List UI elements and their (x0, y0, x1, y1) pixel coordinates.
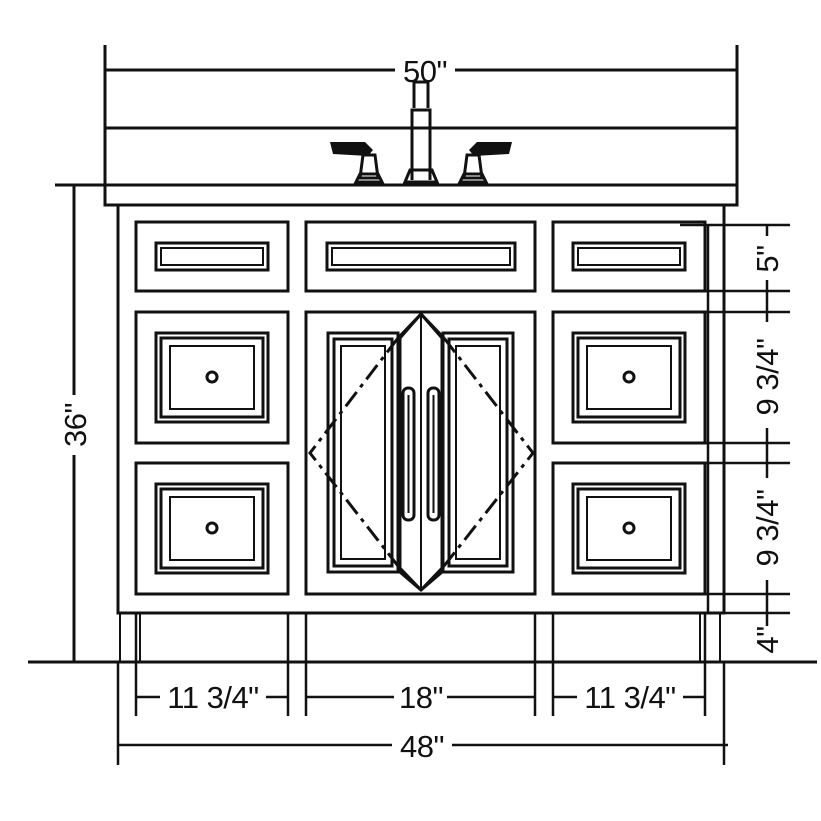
left-door-pull (401, 386, 416, 522)
left-handle-lever (330, 142, 373, 156)
knob-upper-right (622, 370, 636, 384)
faucet-neck (412, 80, 430, 108)
right-handle-body (462, 153, 484, 180)
right-door-swing (442, 337, 535, 567)
label-top-width: 50" (403, 54, 447, 89)
drawer-right (551, 220, 707, 293)
dimension-total-height: 36" (55, 183, 105, 662)
label-lower-door-height: 9 3/4" (750, 490, 785, 567)
left-handle-base (353, 172, 385, 184)
label-cabinet-width: 48" (400, 729, 444, 764)
countertop-slab (103, 183, 739, 207)
backsplash (103, 126, 739, 187)
label-left-section-width: 11 3/4" (167, 680, 258, 715)
door-lower-left (134, 461, 290, 596)
side-doors (134, 310, 707, 596)
label-total-height: 36" (58, 403, 93, 447)
faucet-base (402, 168, 440, 184)
dimension-right-stack: 5" 9 3/4" 9 3/4" 4" (680, 223, 790, 654)
door-upper-right (551, 310, 707, 445)
left-leg (119, 613, 141, 662)
right-handle-lever (469, 142, 512, 156)
dimension-section-widths: 11 3/4" 18" 11 3/4" (134, 613, 707, 716)
countertop (103, 126, 739, 207)
left-handle-body (358, 153, 380, 180)
knob-upper-left (205, 370, 219, 384)
knob-lower-right (622, 521, 636, 535)
knob-lower-left (205, 521, 219, 535)
right-leg (699, 613, 721, 662)
label-center-section-width: 18" (399, 680, 443, 715)
drawer-center (304, 220, 537, 293)
door-lower-right (551, 461, 707, 596)
left-door-swing (308, 337, 400, 567)
cabinet-body (116, 203, 726, 662)
faucet (330, 80, 512, 184)
drawer-row (134, 220, 707, 293)
dimension-top-width: 50" (103, 45, 739, 128)
right-handle-base (457, 172, 489, 184)
center-door-frame (304, 310, 537, 596)
center-doors (304, 310, 537, 596)
dimension-cabinet-width: 48" (116, 662, 728, 765)
faucet-spout (410, 108, 432, 180)
drawer-left (134, 220, 290, 293)
door-upper-left (134, 310, 290, 445)
label-right-section-width: 11 3/4" (584, 680, 675, 715)
label-upper-door-height: 9 3/4" (750, 339, 785, 416)
label-drawer-height: 5" (750, 245, 785, 272)
label-toe-kick-height: 4" (750, 626, 785, 653)
right-door-pull (426, 386, 441, 522)
